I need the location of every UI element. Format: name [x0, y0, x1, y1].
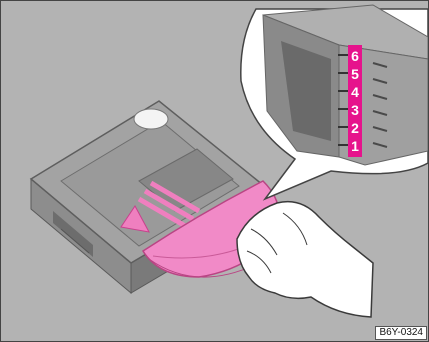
slot-number: 3 [351, 102, 359, 118]
slot-number: 1 [351, 138, 359, 154]
slot-number: 4 [351, 84, 359, 100]
slot-number: 2 [351, 120, 359, 136]
slot-number: 6 [351, 48, 359, 64]
slot-number: 5 [351, 66, 359, 82]
figure-reference-code: B6Y-0324 [375, 326, 427, 340]
